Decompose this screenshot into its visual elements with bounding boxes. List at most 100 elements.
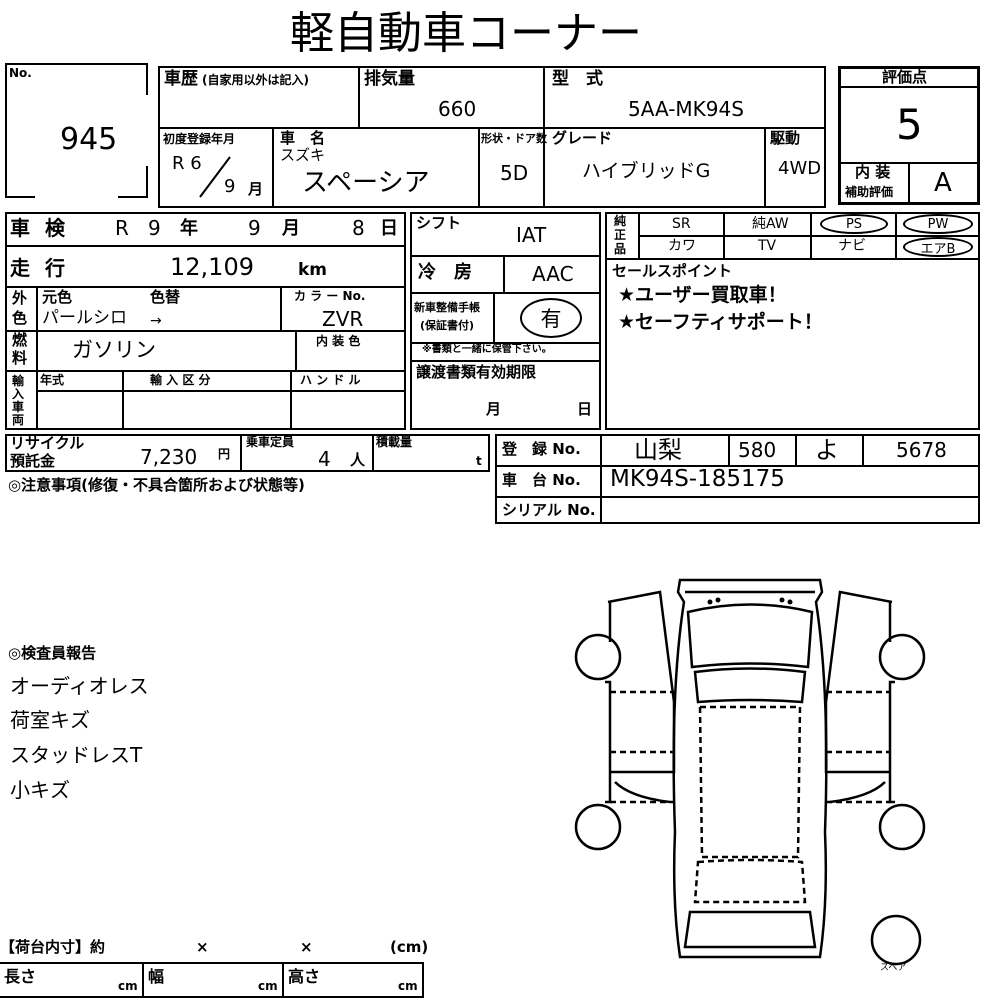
sales-point-line-2: ★セーフティサポート！ — [618, 311, 823, 333]
ac-value: AAC — [532, 262, 574, 286]
equip-sr: SR — [672, 216, 691, 232]
chassis-label: 車 台 No. — [502, 471, 581, 489]
fuel-label-top: 燃 — [12, 331, 28, 349]
slash-divider — [199, 156, 231, 198]
inspection-day-unit: 日 — [380, 218, 398, 239]
registration-label: 登 録 No. — [502, 440, 581, 458]
inspection-year-unit: 年 — [180, 218, 198, 239]
cargo-x1: × — [196, 938, 209, 956]
first-reg-era: R 6 — [172, 153, 202, 174]
manual-label-top: 新車整備手帳 — [414, 301, 480, 314]
cargo-width-label: 幅 — [148, 967, 165, 986]
manual-value-circle: 有 — [520, 298, 582, 338]
first-reg-label: 初度登録年月 — [163, 132, 236, 146]
first-reg-month-unit: 月 — [248, 180, 264, 198]
import-class-label: 輸 入 区 分 — [150, 373, 211, 387]
first-reg-month: 9 — [224, 176, 236, 197]
manual-label-bottom: (保証書付) — [420, 319, 475, 332]
original-color-label: 元色 — [42, 288, 73, 306]
inspector-label: ◎検査員報告 — [8, 644, 97, 662]
manual-note: ※書類と一緒に保管下さい。 — [422, 344, 552, 355]
shift-label: シフト — [416, 214, 462, 232]
page-title: 軽自動車コーナー — [290, 8, 642, 59]
car-body-diagram — [574, 578, 926, 966]
displacement-value: 660 — [438, 97, 477, 121]
capacity-label: 乗車定員 — [246, 435, 295, 449]
genuine-label: 純正品 — [614, 214, 627, 256]
inspection-year: 9 — [148, 216, 161, 240]
transfer-day-unit: 日 — [577, 400, 593, 418]
model-label: 型 式 — [552, 69, 603, 89]
rating-value: 5 — [896, 100, 923, 149]
cargo-length-label: 長さ — [4, 967, 37, 986]
cargo-unit-total: (cm) — [390, 938, 429, 956]
doors-value: 5D — [500, 161, 529, 185]
history-note: (自家用以外は記入) — [202, 73, 309, 87]
load-unit: t — [476, 454, 482, 468]
mileage-label: 走 行 — [10, 256, 69, 280]
notes-label: ◎注意事項(修復・不具合箇所および状態等) — [8, 476, 305, 494]
lot-box: No. 945 — [5, 63, 148, 198]
equip-navi: ナビ — [838, 238, 866, 254]
car-name: スペーシア — [302, 168, 430, 198]
doors-label: 形状・ドア数 — [481, 132, 547, 145]
cargo-height-label: 高さ — [288, 967, 321, 986]
sales-point-line-1: ★ユーザー買取車！ — [618, 284, 787, 306]
inspector-line-1: オーディオレス — [10, 674, 149, 698]
mileage-unit: km — [298, 260, 328, 280]
registration-grid — [495, 434, 980, 524]
drive-value: 4WD — [778, 158, 822, 179]
handle-label: ハ ン ド ル — [300, 373, 361, 387]
shift-value: IAT — [516, 223, 547, 247]
shift-grid — [410, 212, 601, 430]
registration-class: 580 — [738, 438, 777, 462]
grade-value: ハイブリッドG — [582, 160, 711, 182]
aux-rating-label: 補助評価 — [845, 185, 894, 199]
equip-ps: PS — [845, 216, 863, 232]
exterior-color-value: パールシロ — [42, 308, 127, 328]
inspector-line-2: 荷室キズ — [10, 708, 90, 732]
inspection-label: 車 検 — [10, 216, 69, 240]
grade-label: グレード — [552, 129, 613, 147]
inspector-line-3: スタッドレスT — [10, 743, 143, 767]
recycle-grid — [5, 434, 490, 472]
registration-number: 5678 — [896, 438, 947, 462]
vehicle-detail-grid — [5, 212, 406, 430]
capacity-value: 4 — [318, 447, 331, 471]
equip-leather: カワ — [668, 238, 696, 254]
registration-kana: よ — [815, 436, 839, 464]
cargo-height-unit: cm — [398, 979, 418, 993]
equip-ps-circle: PS — [820, 214, 888, 234]
lot-number: 945 — [60, 122, 118, 157]
interior-rating-label: 内 装 — [855, 163, 891, 181]
drive-label: 駆動 — [770, 129, 801, 147]
manual-value: 有 — [540, 307, 562, 331]
color-no-value: ZVR — [322, 307, 364, 331]
exterior-label-top: 外 — [12, 289, 28, 307]
serial-label: シリアル No. — [502, 501, 596, 519]
inspection-era: R — [115, 216, 129, 240]
interior-rating-value: A — [934, 168, 952, 198]
cargo-length-unit: cm — [118, 979, 138, 993]
registration-region: 山梨 — [634, 436, 682, 464]
transfer-month-unit: 月 — [486, 400, 502, 418]
inspector-line-4: 小キズ — [10, 778, 70, 802]
inspection-month-unit: 月 — [282, 218, 300, 239]
cargo-x2: × — [300, 938, 313, 956]
equip-alloy: 純AW — [752, 216, 789, 232]
equip-airbag-circle: エアB — [903, 237, 973, 257]
cargo-grid — [0, 962, 424, 998]
mileage-value: 12,109 — [170, 253, 254, 281]
ac-label: 冷 房 — [418, 262, 472, 283]
repaint-label: 色替 — [150, 288, 181, 306]
fuel-value: ガソリン — [72, 338, 156, 362]
history-label: 車歴 — [164, 69, 198, 89]
equip-tv: TV — [758, 238, 777, 254]
exterior-label-bottom: 色 — [12, 309, 28, 327]
displacement-label: 排気量 — [364, 69, 415, 89]
cargo-label: 【荷台内寸】約 — [0, 938, 106, 956]
equip-pw-circle: PW — [903, 214, 973, 234]
equip-pw: PW — [927, 216, 949, 232]
recycle-value: 7,230 — [140, 445, 198, 469]
inspection-month: 9 — [248, 216, 261, 240]
